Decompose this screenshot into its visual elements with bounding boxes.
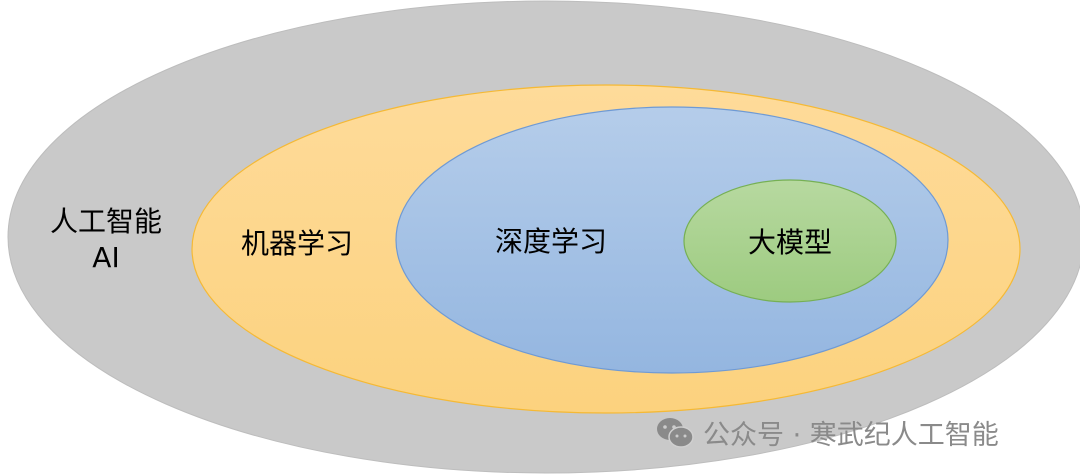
label-deep-learning: 深度学习 <box>494 225 608 258</box>
watermark: 公众号 · 寒武纪人工智能 <box>655 413 999 452</box>
label-ai-cn: 人工智能 <box>49 205 163 238</box>
ellipse-large-model <box>683 179 897 303</box>
watermark-text: 公众号 · 寒武纪人工智能 <box>703 420 999 451</box>
wechat-icon <box>657 417 694 448</box>
ellipse-deep-learning <box>395 106 949 374</box>
label-machine-learning: 机器学习 <box>240 227 354 260</box>
label-large-model: 大模型 <box>747 226 833 259</box>
label-ai: 人工智能 AI <box>50 204 162 276</box>
label-ai-en: AI <box>92 241 120 274</box>
